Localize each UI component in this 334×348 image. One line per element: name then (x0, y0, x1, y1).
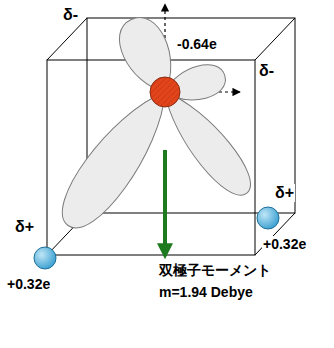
charge-value: +0.32e (262, 236, 307, 252)
charge-sign: δ+ (14, 218, 35, 236)
orbital-lobes (49, 10, 261, 240)
charge-value: +0.32e (6, 276, 51, 292)
dipole-label: 双極子モーメント (158, 262, 272, 278)
cube-edge (255, 18, 295, 60)
cube-edge (47, 18, 87, 60)
charge-sign: δ+ (274, 184, 295, 202)
hydrogen-atom (34, 247, 56, 269)
dipole-arrow (163, 150, 167, 256)
charge-sign: δ- (258, 62, 275, 80)
cube-outline (47, 18, 295, 255)
oxygen-atom (150, 77, 180, 107)
dipole-value: m=1.94 Debye (158, 284, 254, 300)
charge-sign: δ- (62, 6, 79, 24)
hydrogen-atom (257, 207, 279, 229)
charge-value: -0.64e (176, 36, 218, 52)
